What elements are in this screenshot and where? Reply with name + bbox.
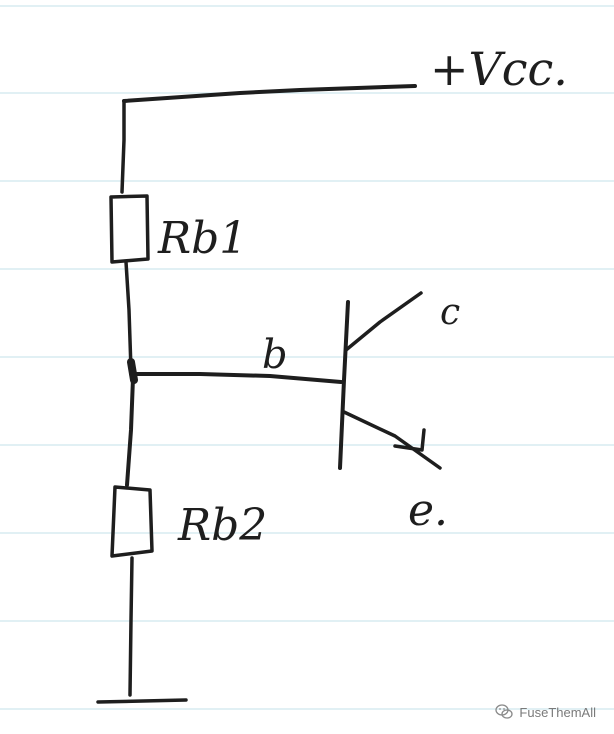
watermark-text: FuseThemAll: [519, 704, 596, 720]
junction-to-rb2-wire: [125, 376, 135, 487]
collector-lead: [344, 291, 423, 352]
transistor-base-bar: [338, 300, 350, 470]
wechat-icon: [495, 704, 514, 719]
rail-to-rb1-wire: [120, 99, 126, 194]
ground-line: [96, 698, 188, 704]
emitter-arrow-icon: [393, 428, 426, 452]
emitter-label: e.: [408, 485, 448, 536]
rb1-label: Rb1: [157, 213, 247, 264]
rb2-label: Rb2: [177, 500, 267, 551]
rb2-to-ground-wire: [128, 556, 134, 697]
vcc-label: +Vcc.: [430, 42, 568, 96]
emitter-lead: [342, 410, 442, 470]
watermark: FuseThemAll: [495, 704, 596, 720]
vcc-rail-wire: [122, 84, 417, 103]
base-label: b: [262, 332, 288, 378]
base-wire: [129, 372, 343, 384]
ruled-lines: [0, 5, 614, 710]
rb1-resistor: [109, 194, 150, 264]
collector-label: c: [440, 292, 460, 333]
rb2-resistor: [110, 485, 154, 558]
rb1-to-junction-wire: [124, 260, 133, 372]
